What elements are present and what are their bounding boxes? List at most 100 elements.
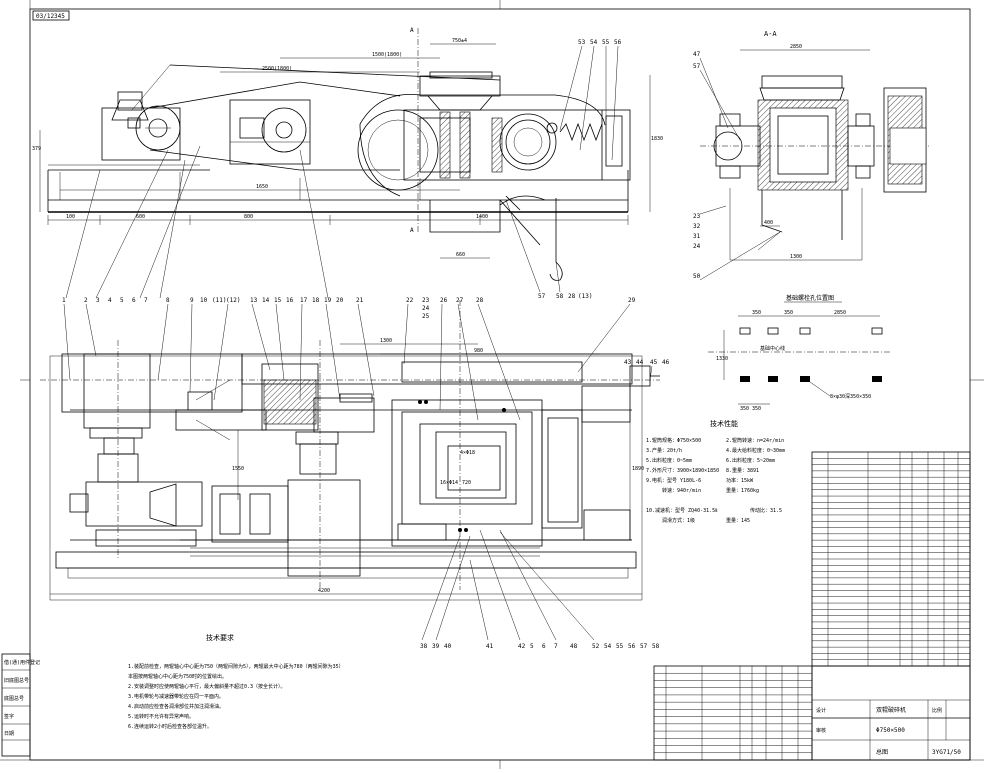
dim-sec-2: 1300 xyxy=(790,254,802,260)
stamp-1: 借(通)用件登记 xyxy=(4,659,40,666)
dim-plan-1: 4200 xyxy=(318,588,330,594)
title-scale: 比例 xyxy=(932,707,942,714)
pc-28: 28 xyxy=(476,297,484,304)
callout-23s: 23 xyxy=(693,213,701,220)
pc-17: 17 xyxy=(300,297,308,304)
pc-46: 46 xyxy=(662,359,670,366)
stamp-2: 旧底图总号 xyxy=(4,677,29,684)
pc-6: 6 xyxy=(132,297,136,304)
spec-15: 润滑方式：1级 xyxy=(662,517,695,524)
layout-dim-2: 350 xyxy=(784,310,793,316)
foundation-layout: 基础螺栓孔位置图 350 350 2850 基础中心线 1330 8×φ30深3… xyxy=(708,294,890,412)
parts-list-bottom xyxy=(653,665,813,761)
callout-56: 56 xyxy=(614,39,622,46)
pc-8: 8 xyxy=(166,297,170,304)
spec-11: 转速：940r/min xyxy=(662,487,701,494)
spec-13: 10.减速机：型号 ZQ40-31.5Ⅱ xyxy=(646,507,718,514)
left-stamps: 借(通)用件登记 旧底图总号 底图总号 签字 日期 xyxy=(1,653,40,757)
pc-55: 55 xyxy=(616,643,624,650)
pc-15: 15 xyxy=(274,297,282,304)
pc-14: 14 xyxy=(262,297,270,304)
pc-16: 16 xyxy=(286,297,294,304)
callout-32s: 32 xyxy=(693,223,701,230)
pc-10: 10 xyxy=(200,297,208,304)
spec-2: 2.辊筒转速：n=24r/min xyxy=(726,437,784,444)
stamp-3: 底图总号 xyxy=(4,695,24,702)
pc-40: 40 xyxy=(444,643,452,650)
callout-57: 57 xyxy=(538,293,546,300)
layout-title: 基础螺栓孔位置图 xyxy=(786,294,834,302)
callout-54: 54 xyxy=(590,39,598,46)
pc-26: 26 xyxy=(440,297,448,304)
section-marker-top: A xyxy=(410,27,414,34)
spec-16: 重量：145 xyxy=(726,517,750,524)
dim-top-8: 600 xyxy=(136,214,145,220)
dim-top-1: 750±4 xyxy=(452,38,467,44)
spec-14: 传动比：31.5 xyxy=(750,507,782,514)
dim-plan-8: 16×Φ14 xyxy=(440,480,458,486)
pc-1: 1 xyxy=(62,297,66,304)
req-2: 本图按两辊轴心中心距为750时的位置绘出。 xyxy=(128,673,227,680)
sheet-number: 3YG71/50 xyxy=(932,749,961,756)
parts-list-right xyxy=(811,451,971,667)
title-name: Φ750×500 xyxy=(876,727,905,734)
title-designer: 设计 xyxy=(816,707,826,714)
plan-view: 4×Φ18 720 16×Φ14 4200 1300 980 1550 1890 xyxy=(40,300,660,601)
pc-27: 27 xyxy=(456,297,464,304)
dim-top-2: 2500(1800) xyxy=(262,66,292,72)
elevation-view: A A 750±4 2500(1800) 1500(1800) 379 1830… xyxy=(32,27,663,300)
req-6: 5.运转时不允许有异常声响。 xyxy=(128,713,194,720)
callout-53: 53 xyxy=(578,39,586,46)
spec-7: 7.外形尺寸：3900×1890×1850 xyxy=(646,467,719,474)
pc-21: 21 xyxy=(356,297,364,304)
plan-callouts-other: 43 44 45 46 38 39 40 41 42 5 6 7 48 52 5… xyxy=(420,359,670,650)
req-5: 4.启动前应检查各润滑部位并加注润滑油。 xyxy=(128,703,224,710)
dim-plan-5: 1890 xyxy=(632,466,644,472)
pc-13: 13 xyxy=(250,297,258,304)
pc-5b: 5 xyxy=(530,643,534,650)
callout-24s: 24 xyxy=(693,243,701,250)
dim-top-4: 379 xyxy=(32,146,41,152)
tech-spec-title: 技术性能 xyxy=(710,419,738,428)
plan-callouts-top: 1 2 3 4 5 6 7 8 9 10 (11) (12) 13 14 15 … xyxy=(62,297,636,421)
pc-43: 43 xyxy=(624,359,632,366)
callout-31s: 31 xyxy=(693,233,701,240)
svg-text:350 350: 350 350 xyxy=(740,406,761,412)
req-4: 3.电机带轮与减速器带轮应在同一平面内。 xyxy=(128,693,224,700)
pc-3: 3 xyxy=(96,297,100,304)
spec-5: 5.出料粒度：0~5mm xyxy=(646,457,692,464)
spec-4: 4.最大给料粒度：0~30mm xyxy=(726,447,785,454)
spec-12: 重量：1760kg xyxy=(726,487,759,494)
pc-29: 29 xyxy=(628,297,636,304)
callout-47: 47 xyxy=(693,51,701,58)
svg-text:28: 28 xyxy=(568,293,576,300)
dim-top-5: 1830 xyxy=(651,136,663,142)
pc-25: 25 xyxy=(422,313,430,320)
layout-dim-1: 350 xyxy=(752,310,761,316)
layout-centerline: 基础中心线 xyxy=(760,345,785,352)
pc-58: 58 xyxy=(652,643,660,650)
spec-9: 9.电机：型号 Y180L-6 xyxy=(646,477,701,484)
corner-code-box xyxy=(32,10,70,21)
dim-top-9: 800 xyxy=(244,214,253,220)
pc-23: 23 xyxy=(422,297,430,304)
dim-plan-6: 720 xyxy=(462,480,471,486)
pc-18: 18 xyxy=(312,297,320,304)
pc-7b: 7 xyxy=(554,643,558,650)
dim-plan-3: 1550 xyxy=(232,466,244,472)
spec-6: 6.出料粒度：5~20mm xyxy=(726,457,775,464)
pc-9: 9 xyxy=(190,297,194,304)
pc-45: 45 xyxy=(650,359,658,366)
dim-top-6: 1650 xyxy=(256,184,268,190)
layout-note: 8×φ30深350×350 xyxy=(830,393,871,400)
layout-dim-4: 1330 xyxy=(716,356,728,362)
layout-dim-3: 2850 xyxy=(834,310,846,316)
pc-56: 56 xyxy=(628,643,636,650)
pc-24: 24 xyxy=(422,305,430,312)
pc-41: 41 xyxy=(486,643,494,650)
section-label: A-A xyxy=(764,30,777,38)
title-subtitle: 双辊破碎机 xyxy=(876,706,906,714)
spec-10: 功率：15kW xyxy=(726,477,754,484)
tech-req-title: 技术要求 xyxy=(206,633,234,642)
